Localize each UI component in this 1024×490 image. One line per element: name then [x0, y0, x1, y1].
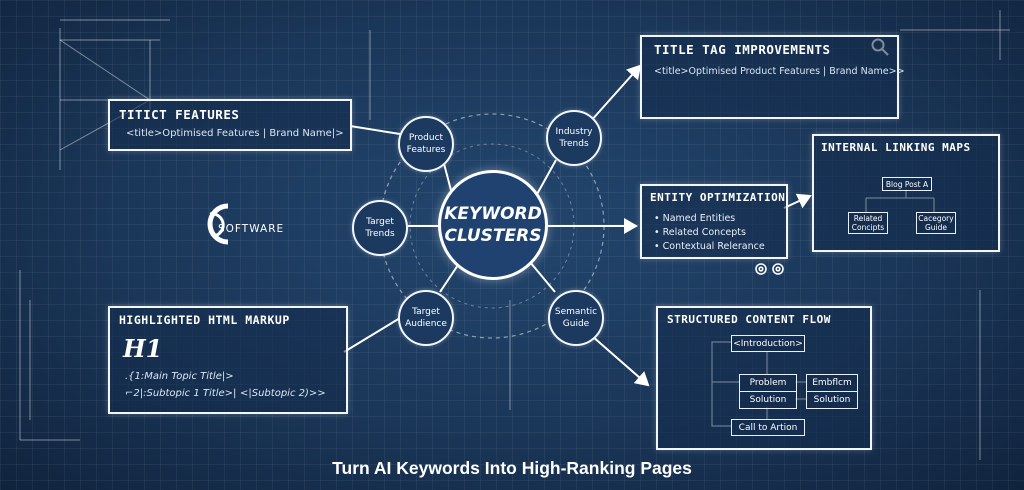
keyword-clusters-node: KEYWORD CLUSTERS	[438, 170, 548, 280]
link-node-related: Related Concipts	[848, 212, 888, 234]
panel-title: ENTITY OPTIMIZATION	[650, 191, 786, 204]
gears-icon	[755, 263, 784, 275]
panel-code: <title>Optimised Product Features | Bran…	[654, 66, 905, 77]
node-target-trends: Target Trends	[352, 200, 408, 256]
footer-tagline: Turn AI Keywords Into High-Ranking Pages	[332, 458, 692, 478]
link-node-category: Cacegory Guide	[916, 212, 956, 234]
panel-title-features: TITICT FEATURES <title>Optimised Feature…	[108, 99, 352, 151]
flow-solution-left: Solution	[739, 391, 797, 409]
panel-title: INTERNAL LINKING MAPS	[821, 141, 971, 154]
entity-bullet: • Related Concepts	[654, 227, 746, 238]
center-line-1: KEYWORD	[444, 204, 542, 224]
entity-bullet: • Named Entities	[654, 213, 736, 224]
flow-introduction: <Introduction>	[731, 335, 805, 352]
panel-title: STRUCTURED CONTENT FLOW	[667, 313, 831, 326]
markup-line: .{1:Main Topic Title|>	[125, 371, 234, 382]
node-label: Target Trends	[365, 217, 395, 239]
entity-bullet: • Contextual Relerance	[654, 241, 765, 252]
markup-heading: H1	[123, 334, 163, 363]
link-node-blog-post: Blog Post A	[882, 177, 932, 191]
logo-text: SOFTWARE	[218, 223, 285, 235]
flow-solution-right: Solution	[806, 391, 858, 409]
node-label: Product Features	[406, 133, 446, 155]
node-semantic-guide: Semantic Guide	[548, 290, 604, 346]
panel-title-tag-improvements: TITLE TAG IMPROVEMENTS <title>Optimised …	[640, 35, 905, 119]
flow-emblem: Embflcm	[806, 374, 858, 392]
center-line-2: CLUSTERS	[444, 226, 542, 246]
panel-highlighted-html-markup: HIGHLIGHTED HTML MARKUP H1 .{1:Main Topi…	[108, 306, 348, 414]
node-target-audience: Target Audience	[398, 290, 454, 346]
node-industry-trends: Industry Trends	[546, 110, 602, 166]
flow-problem: Problem	[739, 374, 797, 392]
panel-entity-optimization: ENTITY OPTIMIZATION • Named Entities • R…	[640, 184, 788, 259]
panel-code: <title>Optimised Features | Brand Name|>	[126, 128, 344, 139]
markup-line: <|Subtopic 2)>>	[240, 388, 326, 399]
panel-title: TITLE TAG IMPROVEMENTS	[654, 42, 831, 57]
panel-title: HIGHLIGHTED HTML MARKUP	[119, 313, 290, 327]
panel-title: TITICT FEATURES	[119, 107, 240, 122]
node-label: Target Audience	[405, 307, 447, 329]
node-product-features: Product Features	[398, 116, 454, 172]
panel-internal-linking-maps: INTERNAL LINKING MAPS	[812, 134, 1000, 252]
node-label: Semantic Guide	[554, 307, 598, 329]
node-label: Industry Trends	[555, 127, 593, 149]
software-logo-icon	[207, 203, 229, 245]
markup-line: ⌐2|:Subtopic 1 Title>|	[125, 388, 237, 399]
flow-call-to-action: Call to Artion	[731, 419, 805, 436]
